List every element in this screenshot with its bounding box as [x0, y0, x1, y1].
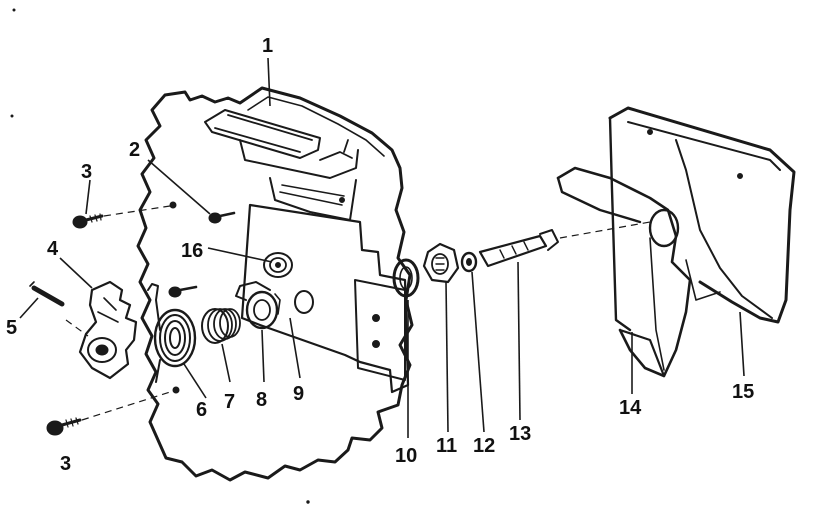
- switch-assembly: [204, 109, 359, 221]
- leader-1: [267, 57, 271, 107]
- housing-panel: [136, 86, 414, 482]
- callout-10: 10: [395, 445, 417, 467]
- speck: [10, 114, 14, 118]
- leader-9: [289, 317, 301, 379]
- axis-line-shaft: [559, 221, 651, 239]
- callout-2: 2: [129, 139, 140, 161]
- leader-5: [19, 297, 39, 319]
- nut-eleven: [422, 242, 460, 284]
- callout-4: 4: [47, 238, 59, 260]
- cam-lever: [65, 280, 138, 380]
- callout-3-upper: 3: [81, 161, 92, 183]
- shaft-thirteen: [478, 229, 559, 268]
- leader-8: [261, 329, 265, 383]
- coil-spring-small: [201, 308, 241, 344]
- callout-6: 6: [196, 399, 207, 421]
- callout-14: 14: [619, 397, 642, 419]
- mounting-bracket: [240, 203, 410, 394]
- callout-16: 16: [181, 240, 203, 262]
- leader-2: [147, 159, 211, 215]
- callout-15: 15: [732, 381, 754, 403]
- leader-16: [207, 247, 273, 263]
- handle-fourteen: [556, 166, 692, 378]
- callout-5: 5: [6, 317, 17, 339]
- front-cover: [608, 106, 796, 332]
- leader-15: [739, 311, 745, 377]
- coil-spring-large: [153, 308, 197, 383]
- leader-6: [183, 363, 207, 399]
- axis-line-upper-screw: [103, 205, 171, 217]
- axis-line-lower-screw: [81, 391, 171, 421]
- spring-hook-wire: [147, 283, 161, 331]
- callout-13: 13: [509, 423, 531, 445]
- callout-1: 1: [262, 35, 273, 57]
- callout-9: 9: [293, 383, 304, 405]
- leader-7: [221, 343, 231, 383]
- leader-13: [517, 261, 521, 421]
- washer-sixteen: [269, 257, 287, 273]
- speck: [12, 8, 16, 12]
- screw-lower: [46, 417, 82, 436]
- callout-7: 7: [224, 391, 235, 413]
- callout-8: 8: [256, 389, 267, 411]
- callout-11: 11: [436, 435, 457, 457]
- leader-11: [445, 281, 449, 433]
- pin: [29, 281, 65, 307]
- screw-hole-upper: [169, 201, 177, 209]
- callout-12: 12: [473, 435, 495, 457]
- ring-ten: [392, 258, 420, 298]
- leader-12: [471, 271, 485, 433]
- screw-two: [208, 211, 236, 224]
- leader-4: [59, 257, 93, 289]
- screw-hole-lower: [172, 386, 180, 394]
- cam-gear: [235, 281, 281, 330]
- screw-upper: [72, 213, 104, 229]
- screw-small-mid: [168, 285, 198, 298]
- washer-twelve: [460, 251, 478, 273]
- speck: [306, 500, 310, 504]
- callout-3-lower: 3: [60, 453, 71, 475]
- leader-3a: [85, 179, 91, 215]
